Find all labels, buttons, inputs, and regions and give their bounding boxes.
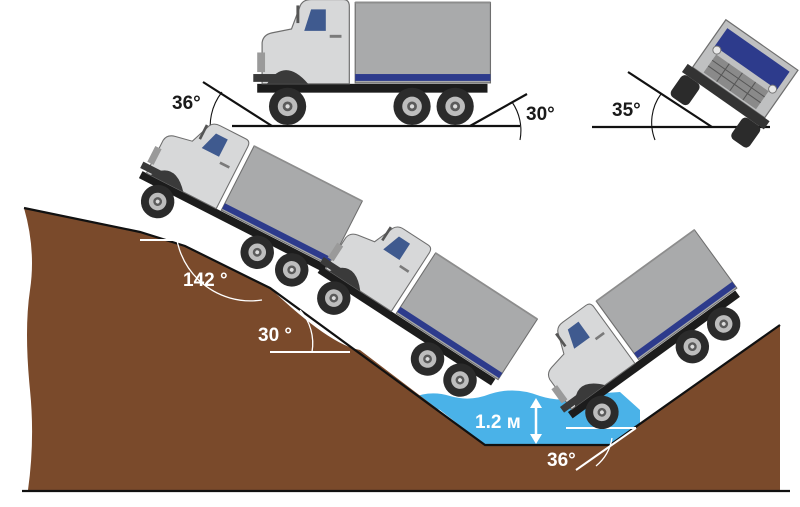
climb-slope-line — [575, 427, 637, 471]
approach-angle-label: 36° — [172, 93, 201, 114]
ford-depth-label: 1.2 м — [475, 412, 521, 433]
truck-front-view — [666, 15, 800, 152]
geometry-overview: 36° 30° — [172, 0, 555, 141]
terrain-profile: 142 ° 30 ° 1.2 м 36° — [22, 102, 790, 493]
climb-angle-arc — [595, 437, 613, 467]
tilt-angle-label: 35° — [612, 100, 641, 121]
breakover-angle-label: 142 ° — [183, 270, 228, 291]
departure-angle-arc — [511, 101, 522, 141]
tilt-slope-line — [627, 71, 713, 128]
truck-side-view — [253, 0, 490, 125]
breakover-angle-arc — [174, 217, 263, 302]
approach-slope-line — [202, 81, 273, 127]
departure-slope-line — [469, 93, 528, 127]
soil-ground — [24, 208, 780, 490]
descent-angle-arc — [299, 309, 314, 353]
descent-angle-label: 30 ° — [258, 325, 292, 346]
climb-angle-label: 36° — [547, 450, 576, 471]
departure-angle-label: 30° — [526, 104, 555, 125]
lateral-tilt-diagram: 35° — [592, 15, 800, 152]
tilt-angle-arc — [651, 93, 662, 141]
ford-depth-arrow — [530, 398, 542, 444]
